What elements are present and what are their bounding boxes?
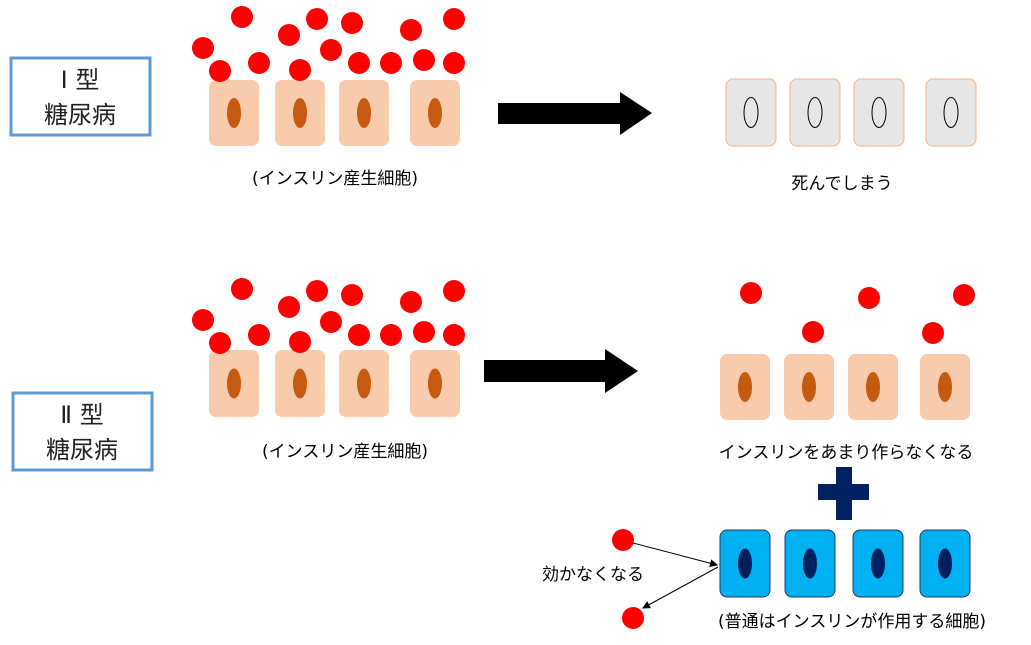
cell-nucleus <box>943 97 959 128</box>
target-cells-label: (普通はインスリンが作用する細胞) <box>718 612 986 632</box>
cell-nucleus <box>357 98 371 128</box>
insulin-dot <box>348 52 370 74</box>
type2-cells-label: (インスリン産生細胞) <box>262 442 428 462</box>
cell-nucleus <box>293 98 307 128</box>
insulin-dot <box>209 60 231 82</box>
insulin-dot <box>341 284 363 306</box>
cell <box>789 78 841 147</box>
insulin-dot <box>248 324 270 346</box>
insulin-dot <box>192 37 214 59</box>
insulin-dot <box>192 309 214 331</box>
insulin-dot <box>400 19 422 41</box>
insulin-dot <box>858 287 880 309</box>
cell-nucleus <box>871 97 887 128</box>
ineffective-label: 効かなくなる <box>542 565 644 585</box>
insulin-dot <box>802 321 824 343</box>
insulin-dot <box>320 311 342 333</box>
type1-cells-label: (インスリン産生細胞) <box>252 169 418 189</box>
insulin-dot <box>231 6 253 28</box>
bounce-arrow <box>642 566 719 609</box>
insulin-dot <box>320 39 342 61</box>
type2-beta-cells <box>209 350 460 417</box>
cell-nucleus <box>738 548 752 579</box>
insulin-dot <box>348 324 370 346</box>
insulin-dot <box>289 331 311 353</box>
cell-nucleus <box>743 97 759 128</box>
cell-nucleus <box>866 372 880 402</box>
insulin-dot <box>612 529 634 551</box>
type2-reduced-beta-cells <box>720 354 970 420</box>
cell <box>725 78 777 147</box>
plus-icon <box>818 467 869 520</box>
insulin-dot <box>413 49 435 71</box>
cell-nucleus <box>357 368 371 399</box>
insulin-dot <box>443 8 465 30</box>
type1-title-line2: 糖尿病 <box>44 101 116 129</box>
insulin-dot <box>278 296 300 318</box>
type1-title-line1: Ⅰ 型 <box>61 66 100 94</box>
cell-nucleus <box>871 548 885 579</box>
insulin-dot <box>231 278 253 300</box>
insulin-dot <box>443 280 465 302</box>
cell-nucleus <box>802 372 816 402</box>
cell-nucleus <box>293 368 307 399</box>
cell <box>925 78 977 147</box>
insulin-dot <box>306 8 328 30</box>
insulin-dot <box>922 322 944 344</box>
insulin-dot <box>443 52 465 74</box>
cell-nucleus <box>227 368 241 399</box>
cell <box>853 78 905 147</box>
type2-target-cells <box>719 529 971 598</box>
insulin-dot <box>306 280 328 302</box>
insulin-dot <box>289 59 311 81</box>
cell-nucleus <box>807 97 823 128</box>
type2-title-line2: 糖尿病 <box>46 436 118 464</box>
cell-nucleus <box>938 548 952 579</box>
type1-dead-cells <box>725 78 977 147</box>
insulin-dot <box>740 282 762 304</box>
cell-nucleus <box>738 372 752 402</box>
cell-nucleus <box>803 548 817 579</box>
insulin-dot <box>248 52 270 74</box>
type2-title-box: Ⅱ 型 糖尿病 <box>11 391 154 472</box>
cell-nucleus <box>428 368 442 399</box>
cell-nucleus <box>938 372 952 402</box>
type2-arrow-icon <box>484 349 638 393</box>
type1-insulin-dots <box>192 6 465 82</box>
insulin-dot <box>443 324 465 346</box>
insulin-dot <box>380 324 402 346</box>
cell-nucleus <box>227 98 241 128</box>
approach-arrow <box>632 542 718 568</box>
type2-result-label: インスリンをあまり作らなくなる <box>719 443 974 463</box>
type2-reduced-insulin-dots <box>740 282 975 344</box>
insulin-dot <box>413 321 435 343</box>
cell-nucleus <box>428 98 442 128</box>
type1-beta-cells <box>209 80 460 146</box>
type1-title-box: Ⅰ 型 糖尿病 <box>9 56 152 137</box>
type1-arrow-icon <box>498 92 652 135</box>
type2-title-line1: Ⅱ 型 <box>60 401 103 429</box>
insulin-dot <box>278 24 300 46</box>
insulin-dot <box>622 607 644 629</box>
type2-insulin-dots <box>192 278 465 354</box>
insulin-dot <box>400 291 422 313</box>
insulin-dot <box>341 12 363 34</box>
insulin-dot <box>209 332 231 354</box>
insulin-dot <box>953 284 975 306</box>
insulin-dot <box>380 52 402 74</box>
type1-result-label: 死んでしまう <box>791 174 892 194</box>
